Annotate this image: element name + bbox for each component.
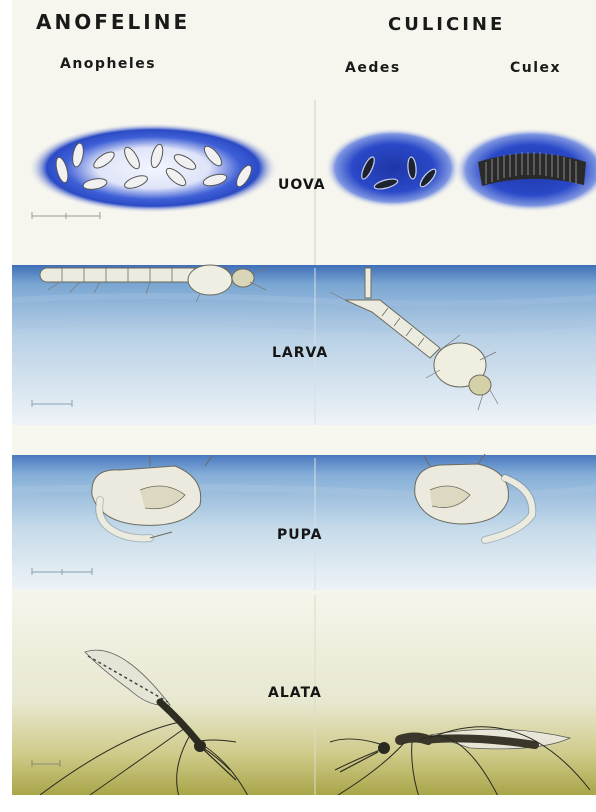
label-culex: Culex [510,60,561,76]
aedes-egg-cluster [325,128,461,208]
label-aedes: Aedes [345,60,401,76]
stage-label-eggs: UOVA [278,177,326,193]
stage-label-larva: LARVA [272,345,328,361]
label-anopheles: Anopheles [60,56,156,72]
bottom-border [0,795,596,812]
header-culicine: CULICINE [388,14,505,35]
left-border [0,0,12,812]
stage-label-pupa: PUPA [277,527,322,543]
pupa-row [12,454,596,590]
header-anofeline: ANOFELINE [36,10,190,34]
stage-label-adult: ALATA [268,685,322,701]
